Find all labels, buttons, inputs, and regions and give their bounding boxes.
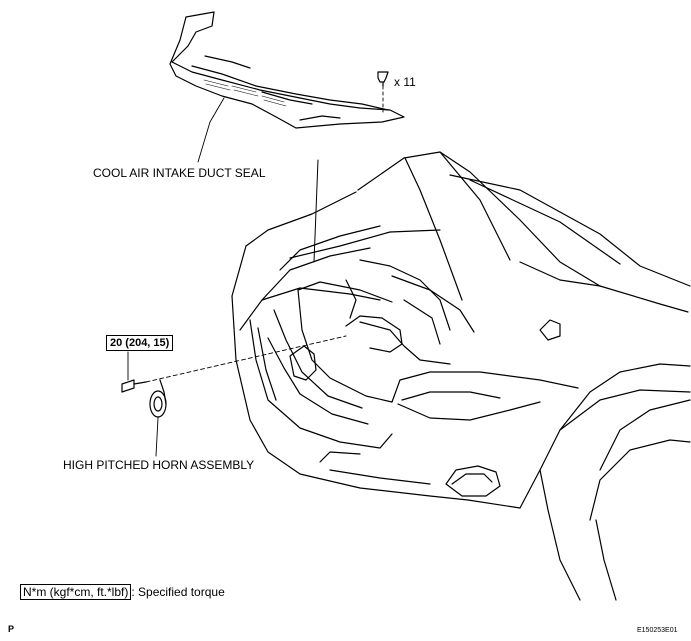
torque-legend: N*m (kgf*cm, ft.*lbf): Specified torque	[20, 584, 225, 600]
duct-seal-label: COOL AIR INTAKE DUCT SEAL	[93, 166, 266, 180]
torque-unit-box: N*m (kgf*cm, ft.*lbf)	[20, 584, 132, 600]
torque-spec-box: 20 (204, 15)	[106, 335, 174, 351]
horn-guide-line	[145, 335, 347, 383]
page-mark: P	[8, 624, 15, 634]
duct-seal-part	[169, 11, 405, 129]
vehicle-front-body	[231, 151, 691, 601]
figure-id: E150253E01	[637, 627, 678, 634]
horn-assembly-part	[121, 379, 167, 418]
horn-leader-line	[155, 417, 159, 457]
clip-fastener	[377, 71, 389, 87]
horn-assembly-label: HIGH PITCHED HORN ASSEMBLY	[63, 458, 255, 472]
fastener-quantity-label: x 11	[394, 75, 416, 89]
torque-legend-text: : Specified torque	[131, 585, 225, 599]
seal-leader-line	[197, 97, 225, 163]
